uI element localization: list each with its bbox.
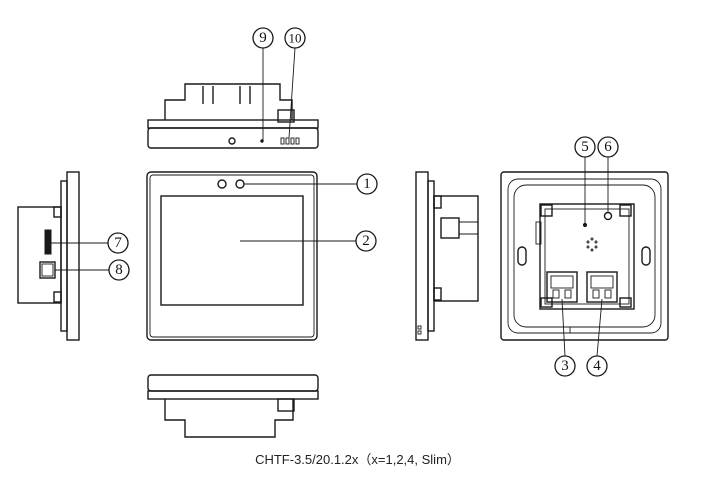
callout-4: 4 <box>586 355 608 377</box>
callout-8: 8 <box>108 259 130 281</box>
callout-8-label: 8 <box>115 262 123 278</box>
callout-3-label: 3 <box>561 358 569 374</box>
callout-7: 7 <box>107 232 129 254</box>
callout-2: 2 <box>355 230 377 252</box>
callout-6: 6 <box>597 136 619 158</box>
leader-lines <box>48 47 609 357</box>
callout-1-label: 1 <box>363 176 371 192</box>
callout-9-label: 9 <box>259 30 267 46</box>
callout-2-label: 2 <box>362 233 370 249</box>
bottom-view <box>147 374 319 438</box>
model-caption: CHTF-3.5/20.1.2x（x=1,2,4, Slim） <box>255 452 460 467</box>
rear-view <box>500 171 669 341</box>
callout-10: 10 <box>284 27 306 49</box>
callout-5: 5 <box>574 136 596 158</box>
buzzer-grille <box>586 237 598 252</box>
callout-5-label: 5 <box>581 139 589 155</box>
front-view <box>146 171 318 341</box>
callout-10-label: 10 <box>289 31 302 46</box>
callout-1: 1 <box>356 173 378 195</box>
left-side-view <box>17 171 80 341</box>
top-view <box>147 83 319 149</box>
callout-4-label: 4 <box>593 358 601 374</box>
right-side-view <box>415 171 479 341</box>
callout-7-label: 7 <box>114 235 122 251</box>
callout-6-label: 6 <box>604 139 612 155</box>
callout-9: 9 <box>252 27 274 49</box>
callout-3: 3 <box>554 355 576 377</box>
